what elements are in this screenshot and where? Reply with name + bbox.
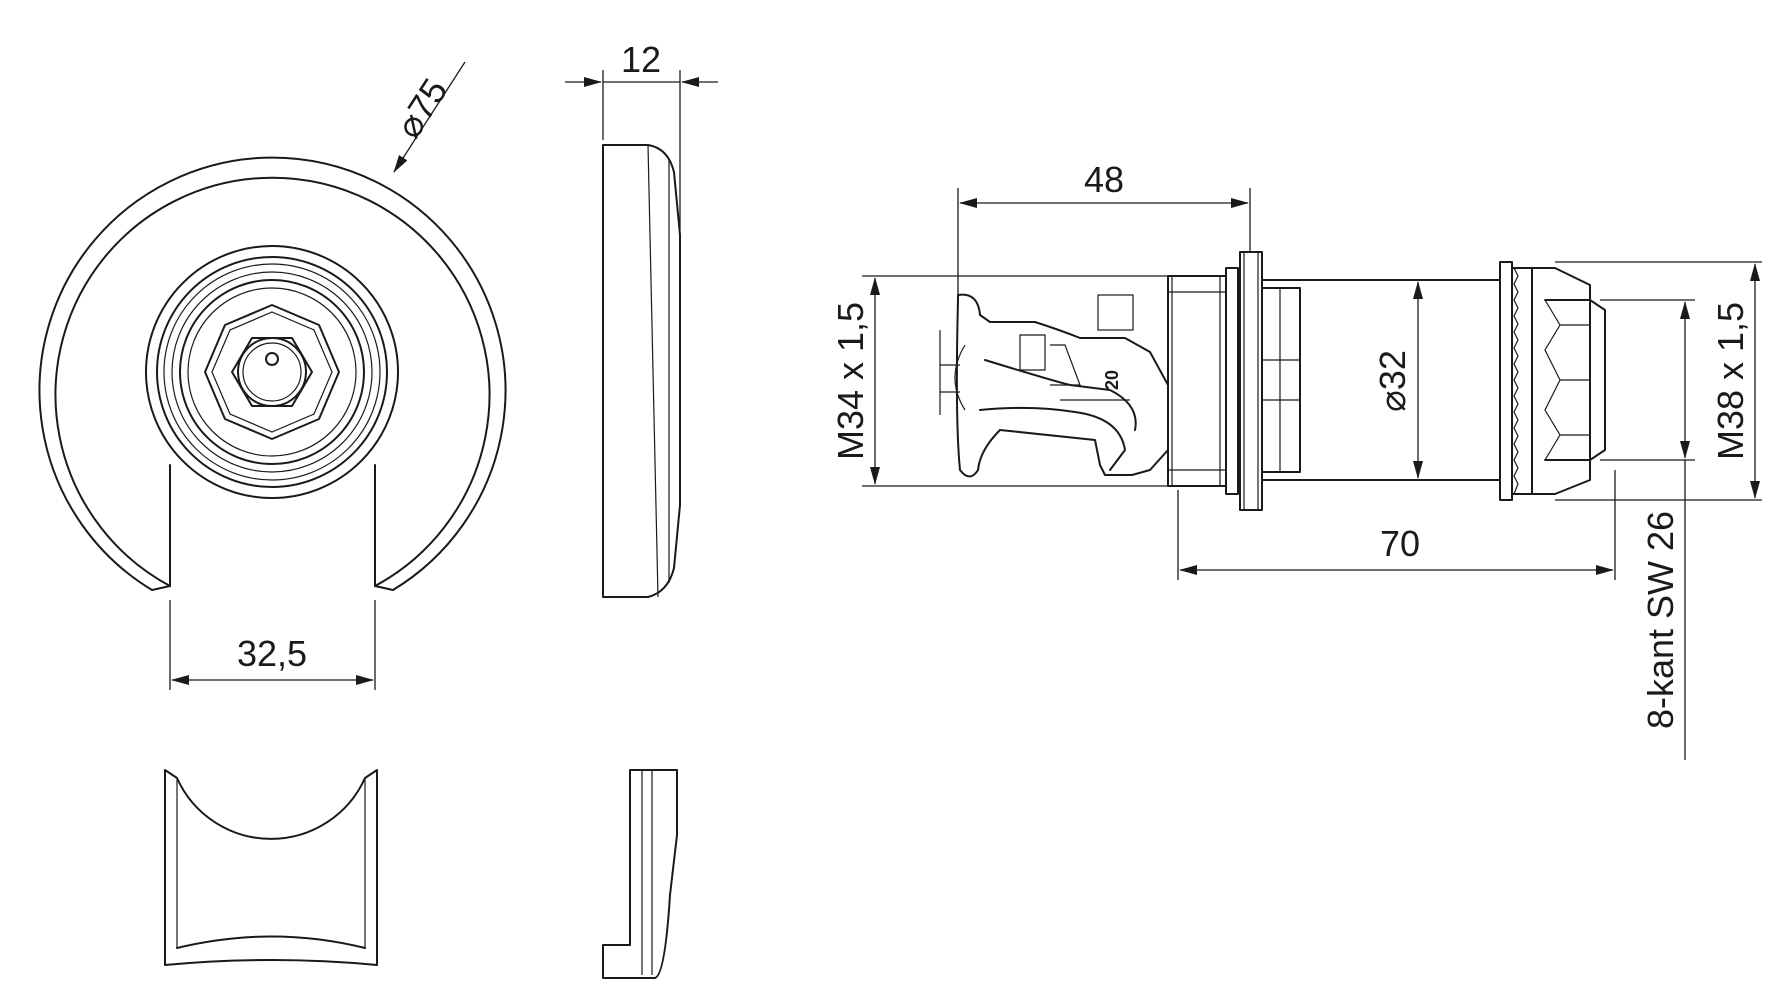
clip-side-view (602, 769, 678, 979)
dim-rosette-diameter: ⌀75 (388, 61, 466, 173)
clip-front-view (164, 769, 378, 966)
dim-wrench-size-label: 8-kant SW 26 (1640, 511, 1681, 729)
m38-thread-end (1499, 261, 1606, 501)
rosette-front-view (38, 156, 507, 591)
dim-thread-inlet: M34 x 1,5 (830, 275, 1168, 487)
part-marking: 20 (1102, 370, 1122, 390)
dim-wrench-size: 8-kant SW 26 (1600, 299, 1695, 760)
m34-nut (1167, 275, 1227, 487)
dim-body-diameter-label: ⌀32 (1372, 350, 1413, 412)
dim-rosette-thickness-label: 12 (621, 39, 661, 80)
dim-insertion-length-label: 48 (1084, 159, 1124, 200)
dim-rosette-thickness: 12 (565, 39, 718, 230)
dim-body-diameter: ⌀32 (1372, 281, 1423, 479)
dim-thread-outlet: M38 x 1,5 (1555, 261, 1762, 501)
handle-knob: 20 (939, 293, 1169, 478)
dim-thread-inlet-label: M34 x 1,5 (830, 302, 871, 460)
dim-insertion-length: 48 (957, 159, 1251, 300)
dim-thread-outlet-label: M38 x 1,5 (1710, 302, 1751, 460)
dim-cutout-width-label: 32,5 (237, 633, 307, 674)
collar-washer (1225, 251, 1263, 511)
dim-rosette-diameter-label: ⌀75 (388, 71, 456, 145)
dim-overall-length: 70 (1177, 470, 1616, 580)
dim-cutout-width: 32,5 (169, 600, 376, 690)
valve-insert: 20 (939, 251, 1606, 511)
dim-overall-length-label: 70 (1380, 523, 1420, 564)
rosette-side-view (602, 144, 681, 598)
